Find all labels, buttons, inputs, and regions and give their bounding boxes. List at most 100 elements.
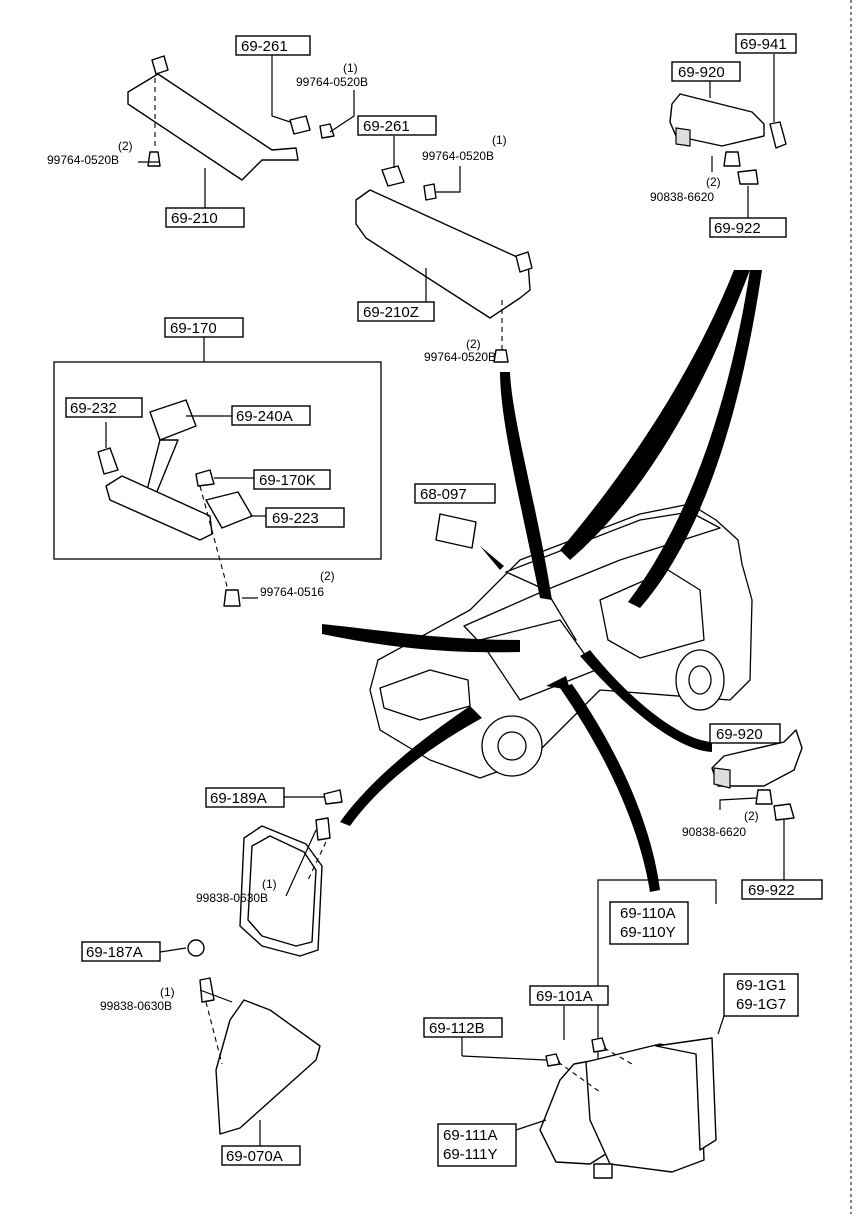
callout-text: 69-1G1 <box>736 977 786 994</box>
interior-mirror-icon[interactable] <box>105 475 213 541</box>
fastener-label: 99764-0520B <box>296 75 368 89</box>
callout-text: 69-261 <box>241 38 288 55</box>
callout-text: 69-110A <box>620 905 676 922</box>
clip-icon <box>723 151 741 167</box>
callout-69-920-top <box>671 61 741 82</box>
qty-label: (2) <box>118 139 133 153</box>
callout-69-187a <box>81 941 161 962</box>
callout-69-920-bottom <box>709 723 781 744</box>
qty-label: (2) <box>320 569 335 583</box>
bolt-icon <box>319 123 335 139</box>
callout-69-1g1 <box>723 973 799 1017</box>
sunvisor-right-group <box>355 136 533 363</box>
callout-69-240a <box>231 405 311 426</box>
leader <box>560 684 660 892</box>
callout-text: 69-223 <box>272 510 319 527</box>
callout-text: 69-110Y <box>620 924 676 941</box>
fastener-label: 99764-0520B <box>47 153 119 167</box>
visor-hinge-icon <box>151 55 169 75</box>
door-mirror-group <box>461 860 717 1179</box>
fastener-label: 99764-0520B <box>422 149 494 163</box>
mirror-base-icon <box>149 399 197 441</box>
part-68-097-icon <box>435 513 477 549</box>
sunvisor-right-icon[interactable] <box>355 189 531 319</box>
callout-69-261-b <box>357 115 437 136</box>
callout-text: 69-920 <box>716 726 763 743</box>
callout-69-111a <box>437 1123 517 1167</box>
screw-icon <box>591 1037 607 1053</box>
leader <box>500 372 552 600</box>
callout-69-941 <box>735 33 797 54</box>
callout-69-110a <box>609 901 689 945</box>
sunvisor-left-group <box>127 55 355 208</box>
callout-69-261-a <box>235 35 311 56</box>
fender-mirror-group <box>159 789 343 1146</box>
bolt-icon <box>423 183 437 201</box>
assist-grip-bottom-group <box>711 729 803 880</box>
qty-label: (2) <box>466 337 481 351</box>
callout-69-210z <box>357 301 435 322</box>
assist-grip-icon[interactable] <box>669 93 765 147</box>
fastener-label: 90838-6620 <box>682 825 746 839</box>
callout-69-922-bottom <box>741 879 823 900</box>
callout-69-232 <box>65 397 143 418</box>
leader <box>628 270 762 608</box>
callout-text: 69-070A <box>226 1148 283 1165</box>
fastener-label: 99764-0520B <box>424 350 496 364</box>
visor-hinge-icon <box>515 251 533 273</box>
fastener-label: 99764-0516 <box>260 585 324 599</box>
sunvisor-left-icon[interactable] <box>127 73 299 181</box>
callout-text: 69-261 <box>363 118 410 135</box>
bolt-icon <box>147 151 161 167</box>
screw-icon <box>223 589 241 607</box>
callout-text: 69-112B <box>429 1020 485 1037</box>
visor-bracket-icon <box>289 115 311 135</box>
qty-label: (2) <box>744 809 759 823</box>
callout-text: 69-170 <box>170 320 217 337</box>
qty-label: (1) <box>343 61 358 75</box>
callout-text: 69-101A <box>536 988 593 1005</box>
callout-69-112b <box>423 1017 503 1038</box>
callout-69-170 <box>164 317 244 338</box>
screw-icon <box>199 977 215 1003</box>
callout-69-189a <box>205 787 285 808</box>
callout-text: 69-210 <box>171 210 218 227</box>
screw-icon <box>545 1053 561 1067</box>
bulb-icon <box>97 447 119 475</box>
callout-69-210 <box>165 207 245 228</box>
callout-69-070a <box>221 1145 301 1166</box>
callout-text: 69-187A <box>86 944 143 961</box>
callout-text: 69-922 <box>714 220 761 237</box>
mirror-glass-icon <box>655 1037 717 1151</box>
leader <box>580 650 712 752</box>
callout-text: 69-170K <box>259 472 316 489</box>
cap-icon <box>323 789 343 805</box>
leader <box>480 546 504 570</box>
callout-text: 69-210Z <box>363 304 419 321</box>
clip-icon <box>755 789 773 805</box>
callout-69-223 <box>265 507 345 528</box>
leader <box>546 676 570 690</box>
assist-grip-top-group <box>669 54 787 218</box>
lamp-icon <box>195 469 215 487</box>
grip-cover-icon <box>773 803 795 821</box>
mirror-group-frame <box>53 361 382 560</box>
fastener-label: 99838-0630B <box>100 999 172 1013</box>
callout-68-097 <box>414 483 496 504</box>
callout-69-101a <box>529 985 609 1006</box>
callout-text: 69-111Y <box>443 1146 498 1163</box>
assist-grip-icon[interactable] <box>711 729 803 787</box>
callout-69-922-top <box>709 217 787 238</box>
fastener-label: 99838-0630B <box>196 891 268 905</box>
screw-icon <box>315 817 331 841</box>
fastener-label: 90838-6620 <box>650 190 714 204</box>
mirror-mount-icon <box>593 1163 613 1179</box>
leader <box>560 270 750 560</box>
qty-label: (1) <box>262 877 277 891</box>
callout-text: 69-189A <box>210 790 267 807</box>
lamp-lens-icon <box>205 491 253 529</box>
qty-label: (1) <box>160 985 175 999</box>
qty-label: (1) <box>492 133 507 147</box>
grip-cover-icon <box>737 169 759 185</box>
